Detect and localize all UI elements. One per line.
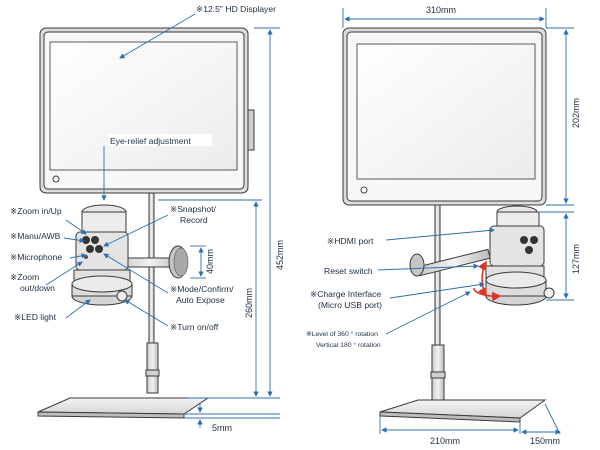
turn-on-label: ※Turn on/off [170, 322, 219, 332]
eye-relief-label: Eye-relief adjustment [110, 136, 191, 146]
hdmi-label: ※HDMI port [327, 236, 374, 246]
snapshot-label-1: ※Snapshot/ [170, 204, 217, 214]
dim-202mm: 202mm [571, 98, 581, 128]
zoom-in-label: ※Zoom in/Up [10, 206, 62, 216]
zoom-out-label-2: out/down [20, 283, 55, 293]
right-view: 310mm 202mm 127mm 210mm 150mm ※HDMI port… [306, 5, 581, 446]
dim-260mm: 260mm [244, 288, 254, 318]
right-dimensions [342, 8, 574, 435]
left-dimensions [158, 27, 280, 428]
charge-label-1: ※Charge Interface [310, 289, 381, 299]
mode-label-2: Auto Expose [176, 295, 225, 305]
left-pole [148, 192, 155, 344]
dim-452mm: 452mm [275, 240, 285, 270]
dim-127mm: 127mm [571, 244, 581, 274]
snapshot-label-2: Record [180, 215, 208, 225]
dim-150mm: 150mm [530, 436, 560, 446]
rotation-label-2: Vertical 180 ° rotation [316, 341, 381, 349]
led-label: ※LED light [14, 312, 57, 322]
mode-label-1: ※Mode/Confirm/ [170, 284, 234, 294]
rotation-label-1: ※Level of 360 ° rotation [306, 330, 378, 338]
left-view: ※12.5" HD Displayer Eye-relief adjustmen… [10, 4, 285, 433]
charge-label-2: (Micro USB port) [318, 300, 382, 310]
display-label: ※12.5" HD Displayer [196, 4, 276, 14]
left-monitor [39, 27, 255, 194]
right-monitor [342, 27, 547, 206]
left-base [37, 397, 210, 419]
dim-5mm: 5mm [212, 423, 232, 433]
dim-310mm: 310mm [426, 5, 456, 15]
dim-210mm: 210mm [430, 436, 460, 446]
manu-awb-label: ※Manu/AWB [10, 231, 61, 241]
left-camera [71, 204, 133, 306]
left-leaders [45, 13, 196, 327]
right-leaders [377, 227, 495, 335]
rotation-arrows [473, 260, 502, 302]
zoom-out-label-1: ※Zoom [10, 272, 39, 282]
eye-relief-bg [108, 134, 212, 146]
right-camera [485, 205, 555, 306]
microphone-label: ※Microphone [10, 252, 62, 262]
reset-label: Reset switch [324, 266, 373, 276]
dim-40mm: 40mm [205, 249, 215, 274]
right-base [379, 399, 547, 423]
right-pole [434, 204, 441, 346]
right-focus-knob [409, 253, 425, 277]
